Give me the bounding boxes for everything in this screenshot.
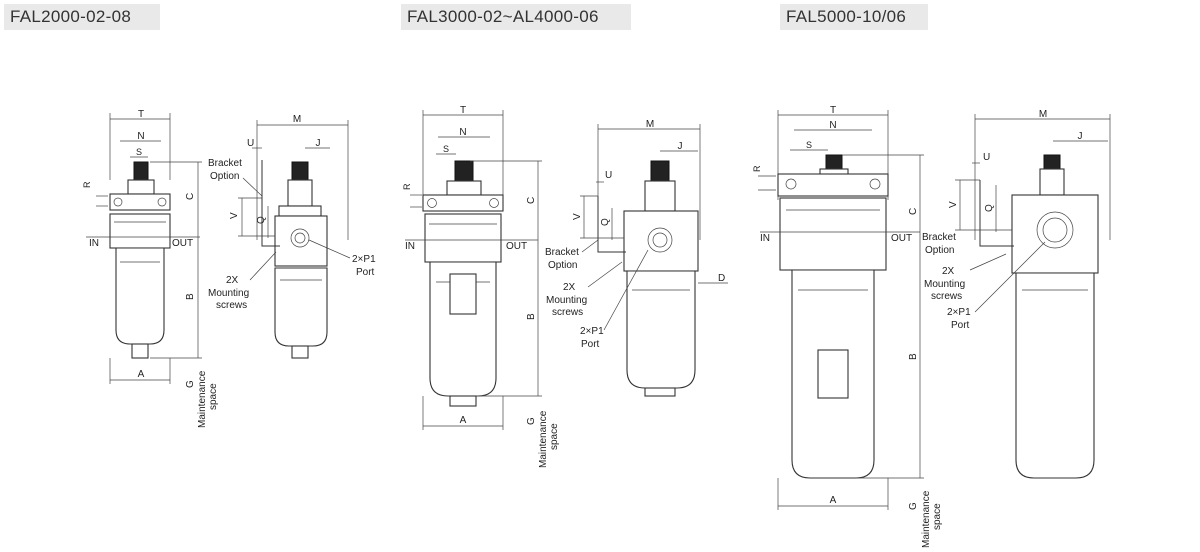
bracket-label-1: Bracket (545, 247, 579, 258)
dim-Q: Q (600, 218, 611, 226)
dim-J: J (316, 138, 321, 149)
port-out-label: OUT (891, 233, 912, 244)
fal5000-front-view: T N S R IN OUT C B G Maintenance space A (752, 105, 943, 548)
port-label-1: 2×P1 (352, 254, 376, 265)
port-label-2: Port (581, 339, 600, 350)
dim-S: S (806, 140, 812, 150)
dim-R: R (82, 181, 92, 188)
dim-V: V (948, 201, 959, 208)
dim-D: D (718, 273, 725, 284)
port-in-label: IN (760, 233, 770, 244)
screws-label-2: Mounting (208, 288, 249, 299)
dim-S: S (136, 147, 142, 157)
port-out-label: OUT (172, 238, 193, 249)
screws-label-2: Mounting (546, 295, 587, 306)
maintenance-label-2: space (208, 383, 219, 410)
dim-G: G (526, 417, 537, 425)
dim-R: R (752, 165, 762, 172)
dim-M: M (1039, 109, 1047, 120)
screws-label-3: screws (931, 291, 962, 302)
model-title-fal5000: FAL5000-10/06 (780, 4, 928, 30)
model-title-fal3000: FAL3000-02~AL4000-06 (401, 4, 631, 30)
adjust-knob (133, 161, 149, 181)
screws-label-2: Mounting (924, 279, 965, 290)
dim-B: B (908, 353, 919, 360)
fal3000-front-view: T N S R IN OUT C B G Maintenance space A (402, 105, 560, 468)
dim-A: A (460, 415, 467, 426)
model-title-fal2000: FAL2000-02-08 (4, 4, 160, 30)
fal2000-front-view: T N S R IN OUT C B G Maintena (82, 109, 219, 428)
dim-B: B (526, 313, 537, 320)
maintenance-label-2: space (932, 503, 943, 530)
dim-G: G (185, 380, 196, 388)
dim-M: M (646, 119, 654, 130)
port-out-label: OUT (506, 241, 527, 252)
dim-N: N (829, 120, 836, 131)
fal5000-side-view: M J U V Q Bracket Option 2X Mounting scr… (922, 109, 1111, 479)
dim-V: V (229, 212, 240, 219)
port-label-2: Port (951, 320, 970, 331)
maintenance-label-2: space (549, 423, 560, 450)
bracket-label-2: Option (210, 171, 239, 182)
dim-T: T (138, 109, 144, 120)
maintenance-label-1: Maintenance (538, 410, 549, 468)
screws-label-3: screws (216, 300, 247, 311)
screws-label-1: 2X (226, 275, 239, 286)
port-in-label: IN (89, 238, 99, 249)
bracket-label-1: Bracket (208, 158, 242, 169)
dim-J: J (1078, 131, 1083, 142)
dim-R: R (402, 183, 412, 190)
dim-S: S (443, 144, 449, 154)
bracket-label-2: Option (925, 245, 954, 256)
screws-label-1: 2X (942, 266, 955, 277)
dim-B: B (185, 293, 196, 300)
dim-C: C (185, 193, 196, 200)
maintenance-label-1: Maintenance (921, 490, 932, 548)
dim-U: U (605, 170, 612, 181)
dim-N: N (459, 127, 466, 138)
dim-N: N (137, 131, 144, 142)
port-label-1: 2×P1 (580, 326, 604, 337)
dim-Q: Q (984, 204, 995, 212)
port-in-label: IN (405, 241, 415, 252)
screws-label-3: screws (552, 307, 583, 318)
maintenance-label-1: Maintenance (197, 370, 208, 428)
bracket-label-1: Bracket (922, 232, 956, 243)
bracket-label-2: Option (548, 260, 577, 271)
dim-T: T (830, 105, 836, 116)
dim-U: U (247, 138, 254, 149)
dim-G: G (908, 502, 919, 510)
dim-C: C (908, 208, 919, 215)
fal3000-side-view: M J U D V Q Bracket Option 2X Mounting s… (545, 119, 728, 397)
dim-Q: Q (256, 216, 267, 224)
port-label-1: 2×P1 (947, 307, 971, 318)
dim-A: A (830, 495, 837, 506)
dim-V: V (572, 213, 583, 220)
port-label-2: Port (356, 267, 375, 278)
screws-label-1: 2X (563, 282, 576, 293)
dim-J: J (678, 141, 683, 152)
dim-C: C (526, 197, 537, 204)
dim-U: U (983, 152, 990, 163)
dim-A: A (138, 369, 145, 380)
dim-M: M (293, 114, 301, 125)
fal2000-side-view: M J U V Q Bracket Option 2X Mounting scr… (208, 114, 376, 359)
dim-T: T (460, 105, 466, 116)
